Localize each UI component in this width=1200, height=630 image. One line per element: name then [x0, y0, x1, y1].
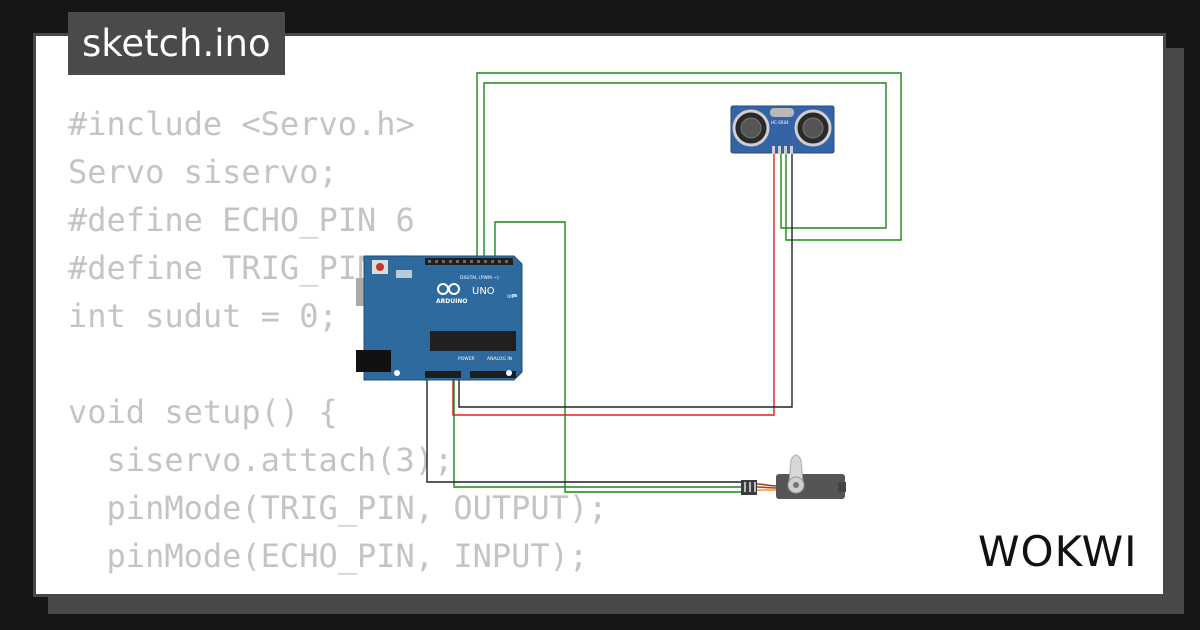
analog-label: ANALOG IN: [487, 356, 512, 362]
preview-card: [33, 33, 1166, 597]
servo-body: [776, 474, 845, 499]
servo-screw-icon: [793, 482, 799, 488]
servo-wire-red: [756, 486, 779, 489]
code-line: pinMode(ECHO_PIN, INPUT);: [68, 537, 589, 575]
digital-label: DIGITAL (PWM ~): [460, 275, 499, 281]
power-header: [425, 371, 461, 378]
servo-mount-tab: [838, 482, 846, 492]
code-line: #include <Servo.h>: [68, 105, 415, 143]
on-led-label: ON: [507, 294, 513, 299]
servo-connector-pin: [754, 482, 756, 492]
infinity-logo-icon: [437, 283, 460, 295]
uno-label: UNO: [472, 286, 495, 297]
servo-wire-brown: [756, 483, 779, 487]
wire-green-trig: [476, 72, 902, 262]
wire-green-servo-signal: [494, 221, 745, 493]
receiver-mesh: [802, 117, 824, 139]
analog-header: [470, 371, 516, 378]
wokwi-logo-text: WOKWI: [978, 527, 1138, 574]
reset-button[interactable]: [376, 263, 384, 271]
digital-header: [425, 258, 513, 265]
code-preview: #include <Servo.h> Servo siservo; #define …: [68, 100, 607, 580]
on-led-icon: [512, 294, 517, 297]
wires: [426, 72, 902, 493]
servo-motor[interactable]: [741, 454, 846, 499]
servo-connector-pin: [749, 482, 751, 492]
arduino-brand-label: ARDUINO: [436, 298, 467, 305]
wire-red-vcc: [452, 150, 775, 416]
code-line: #define ECHO_PIN 6: [68, 201, 415, 239]
wire-black-gnd: [458, 150, 793, 408]
power-label: POWER: [458, 356, 475, 362]
arduino-uno-board[interactable]: DIGITAL (PWM ~) UNO ARDUINO ON POWER ANA…: [356, 255, 523, 381]
power-jack: [356, 350, 391, 372]
sensor-model-label: HC-SR04: [771, 120, 789, 125]
wire-green-echo: [483, 82, 887, 262]
atmega-chip: [430, 331, 516, 351]
wire-green-servo-power: [453, 372, 745, 488]
sensor-crystal: [770, 108, 794, 117]
mount-hole: [394, 370, 400, 376]
crystal: [396, 270, 412, 278]
transmitter-mesh: [740, 117, 762, 139]
code-line: #define TRIG_PIN 7: [68, 249, 415, 287]
servo-connector-pin: [744, 482, 746, 492]
mount-hole: [506, 370, 512, 376]
code-line: void setup() {: [68, 393, 338, 431]
code-line: int sudut = 0;: [68, 297, 338, 335]
wokwi-logo: WOKWI: [978, 527, 1138, 574]
digital-header-pins: [428, 260, 508, 263]
ultrasonic-sensor[interactable]: HC-SR04: [730, 105, 835, 154]
code-line: pinMode(TRIG_PIN, OUTPUT);: [68, 489, 608, 527]
code-line: siservo.attach(3);: [68, 441, 454, 479]
code-line: Servo siservo;: [68, 153, 338, 191]
sensor-pins: [772, 146, 793, 154]
file-tab[interactable]: sketch.ino: [68, 12, 285, 75]
